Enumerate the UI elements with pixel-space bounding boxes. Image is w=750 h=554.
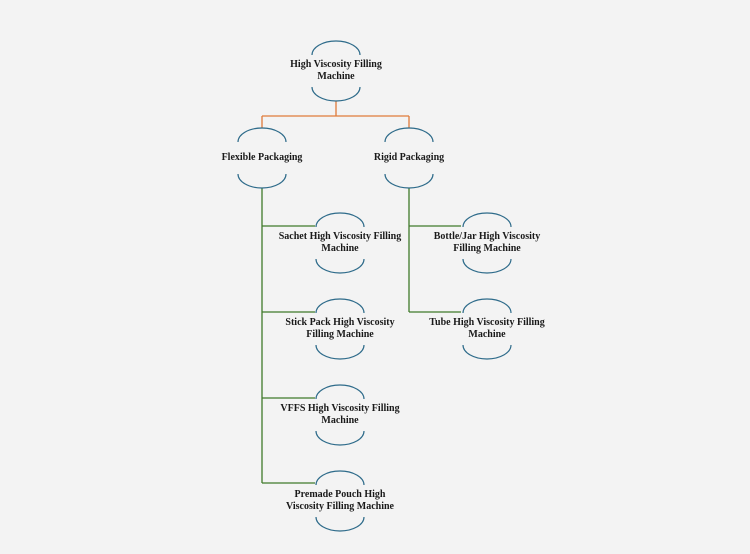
node-label: High Viscosity Filling Machine <box>290 58 382 83</box>
node-arc <box>315 212 365 274</box>
node-bottle-jar: Bottle/Jar High Viscosity Filling Machin… <box>422 212 552 274</box>
node-arc <box>311 40 361 102</box>
node-arc <box>462 298 512 360</box>
node-label: Tube High Viscosity Filling Machine <box>429 316 545 341</box>
rigid-branch-connector <box>408 188 461 313</box>
node-rigid-packaging: Rigid Packaging <box>349 127 469 189</box>
node-label: VFFS High Viscosity Filling Machine <box>280 402 400 427</box>
node-label: Premade Pouch High Viscosity Filling Mac… <box>286 488 394 513</box>
node-stick-pack: Stick Pack High Viscosity Filling Machin… <box>275 298 405 360</box>
node-label: Rigid Packaging <box>373 151 445 163</box>
flexible-branch-connector <box>261 188 315 484</box>
node-premade-pouch: Premade Pouch High Viscosity Filling Mac… <box>275 470 405 532</box>
node-arc <box>315 298 365 360</box>
node-sachet: Sachet High Viscosity Filling Machine <box>275 212 405 274</box>
node-flexible-packaging: Flexible Packaging <box>202 127 322 189</box>
node-root: High Viscosity Filling Machine <box>276 40 396 102</box>
node-arc <box>462 212 512 274</box>
node-arc <box>237 127 287 189</box>
node-label: Flexible Packaging <box>221 151 303 163</box>
node-arc <box>384 127 434 189</box>
node-tube: Tube High Viscosity Filling Machine <box>422 298 552 360</box>
node-label: Stick Pack High Viscosity Filling Machin… <box>285 316 395 341</box>
node-label: Sachet High Viscosity Filling Machine <box>278 230 402 255</box>
node-label: Bottle/Jar High Viscosity Filling Machin… <box>433 230 541 255</box>
node-arc <box>315 470 365 532</box>
node-arc <box>315 384 365 446</box>
node-vffs: VFFS High Viscosity Filling Machine <box>275 384 405 446</box>
root-connector <box>261 101 410 128</box>
